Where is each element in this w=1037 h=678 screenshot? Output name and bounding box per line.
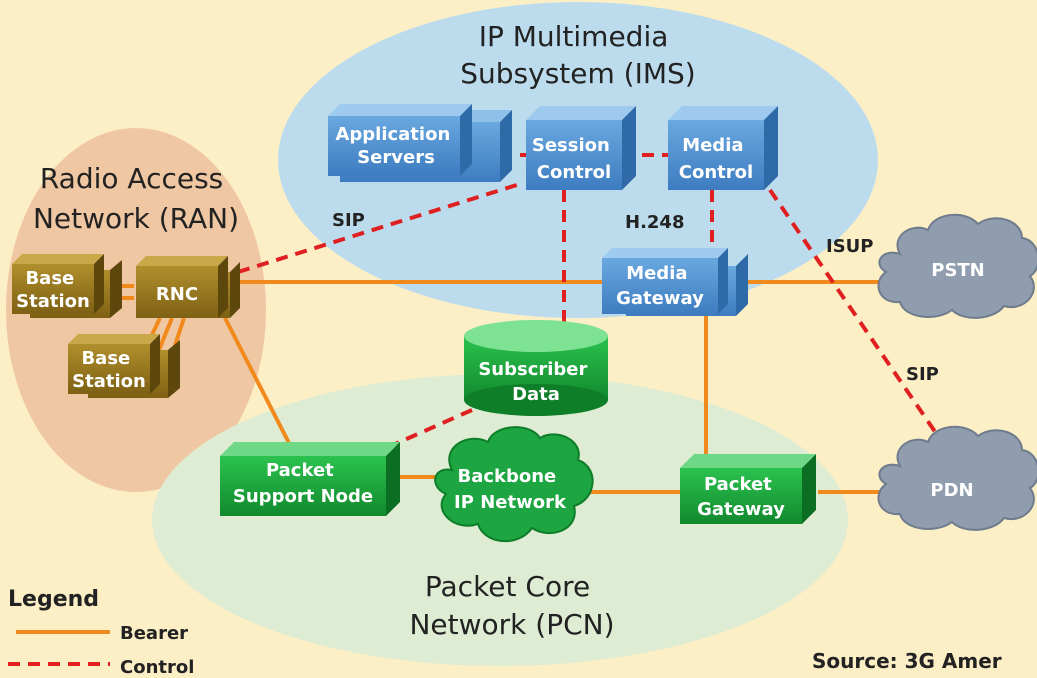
control-media-pdn — [768, 188, 944, 444]
subscriber-data-node[interactable]: Subscriber Data — [464, 320, 608, 416]
sip-ran-label: SIP — [332, 210, 365, 231]
ran-title: Radio Access Network (RAN) — [33, 162, 239, 235]
base-station-2-label: Base Station — [72, 348, 146, 392]
base-station-1-label: Base Station — [16, 268, 90, 312]
application-servers-label: Application Servers — [335, 124, 456, 168]
backbone-ip-network-label: Backbone IP Network — [454, 466, 567, 513]
packet-support-node[interactable]: Packet Support Node — [220, 442, 400, 516]
base-station-2-node[interactable]: Base Station — [68, 334, 180, 398]
rnc-label: RNC — [156, 284, 198, 305]
session-control-label: Session Control — [532, 135, 616, 183]
application-servers-node[interactable]: Application Servers — [328, 104, 512, 182]
pstn-cloud[interactable]: PSTN — [877, 213, 1037, 319]
media-gateway-label: Media Gateway — [616, 263, 704, 309]
media-gateway-node[interactable]: Media Gateway — [602, 248, 748, 316]
packet-gateway-node[interactable]: Packet Gateway — [680, 454, 816, 524]
rnc-node[interactable]: RNC — [136, 256, 240, 318]
session-control-node[interactable]: Session Control — [526, 106, 636, 190]
base-station-1-node[interactable]: Base Station — [12, 254, 122, 318]
media-control-node[interactable]: Media Control — [668, 106, 778, 190]
control-rnc-session — [237, 182, 521, 274]
legend: Legend Bearer Control — [8, 587, 194, 678]
pdn-label: PDN — [930, 480, 973, 501]
legend-title: Legend — [8, 587, 99, 612]
sip-pdn-label: SIP — [906, 364, 939, 385]
media-control-label: Media Control — [679, 135, 753, 183]
isup-label: ISUP — [826, 236, 873, 257]
h248-label: H.248 — [625, 212, 684, 233]
subscriber-data-label: Subscriber Data — [478, 359, 593, 405]
bearer-rnc-psn — [223, 317, 292, 446]
legend-bearer-label: Bearer — [120, 623, 188, 644]
backbone-ip-network-node[interactable]: Backbone IP Network — [434, 426, 594, 543]
ims-title: IP Multimedia Subsystem (IMS) — [460, 20, 695, 90]
packet-gateway-label: Packet Gateway — [697, 474, 785, 520]
pdn-cloud[interactable]: PDN — [877, 425, 1037, 531]
pcn-title: Packet Core Network (PCN) — [409, 570, 614, 641]
legend-control-label: Control — [120, 657, 194, 678]
pstn-label: PSTN — [931, 260, 985, 281]
source-credit: Source: 3G Amer — [812, 649, 1002, 673]
packet-support-node-label: Packet Support Node — [233, 460, 373, 507]
